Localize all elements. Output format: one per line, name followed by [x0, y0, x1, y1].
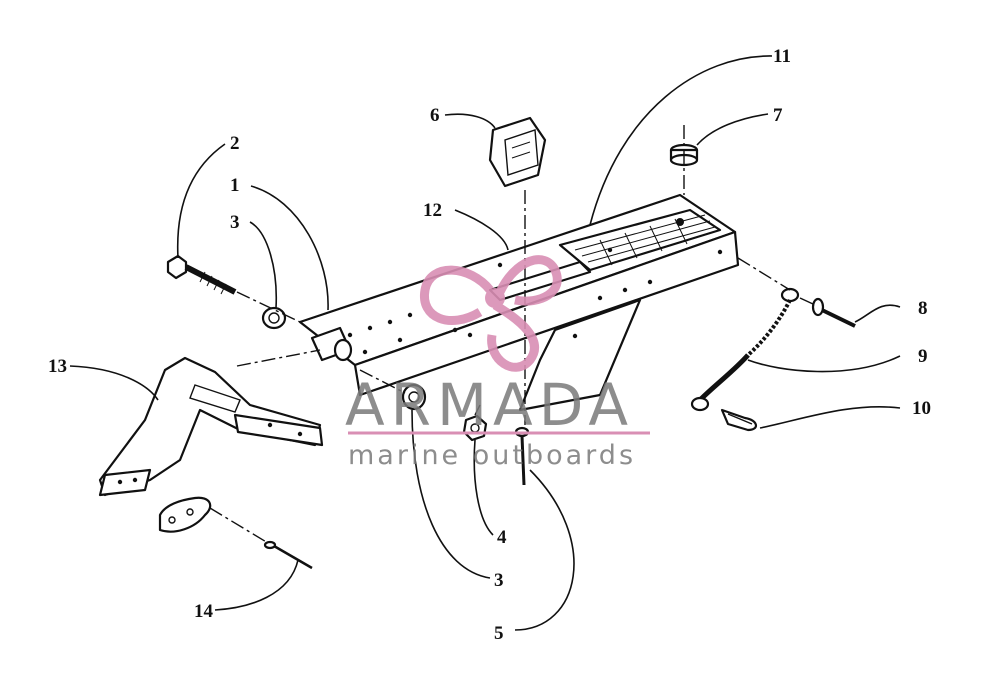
callout-labels: 1 2 3 3 4 5 6 7 8 9 10 11 12 13 14 — [48, 46, 931, 644]
screw-part — [811, 297, 856, 328]
callout-1: 1 — [230, 175, 240, 196]
callout-3-upper: 3 — [230, 212, 240, 233]
watermark: ARMADA marine outboards — [345, 255, 650, 471]
bushing-part-upper — [261, 306, 287, 330]
callout-6: 6 — [430, 105, 440, 126]
backing-plate-part — [158, 496, 212, 533]
watermark-tagline: marine outboards — [348, 440, 636, 471]
rivet-part — [263, 540, 313, 570]
callout-2: 2 — [230, 133, 240, 154]
clip-part — [720, 408, 757, 432]
callout-13: 13 — [48, 356, 67, 377]
callout-10: 10 — [912, 398, 931, 419]
callout-14: 14 — [194, 601, 214, 622]
main-bracket-part — [298, 193, 740, 412]
propeller-logo-icon — [420, 255, 562, 372]
callout-7: 7 — [773, 105, 783, 126]
mounting-bracket-part — [98, 356, 324, 497]
callout-9: 9 — [918, 346, 928, 367]
leader-lines — [69, 55, 901, 631]
bushing-part-lower — [401, 383, 427, 411]
callout-11: 11 — [773, 46, 791, 67]
bolt-part — [166, 254, 237, 295]
callout-12: 12 — [423, 200, 442, 221]
callout-3-lower: 3 — [494, 570, 504, 591]
watermark-brand: ARMADA — [345, 371, 634, 439]
callout-5: 5 — [494, 623, 504, 644]
ground-strap-part — [690, 287, 800, 412]
cover-cap-part — [488, 116, 547, 188]
alignment-lines — [209, 125, 816, 544]
callout-4: 4 — [497, 527, 507, 548]
callout-8: 8 — [918, 298, 928, 319]
